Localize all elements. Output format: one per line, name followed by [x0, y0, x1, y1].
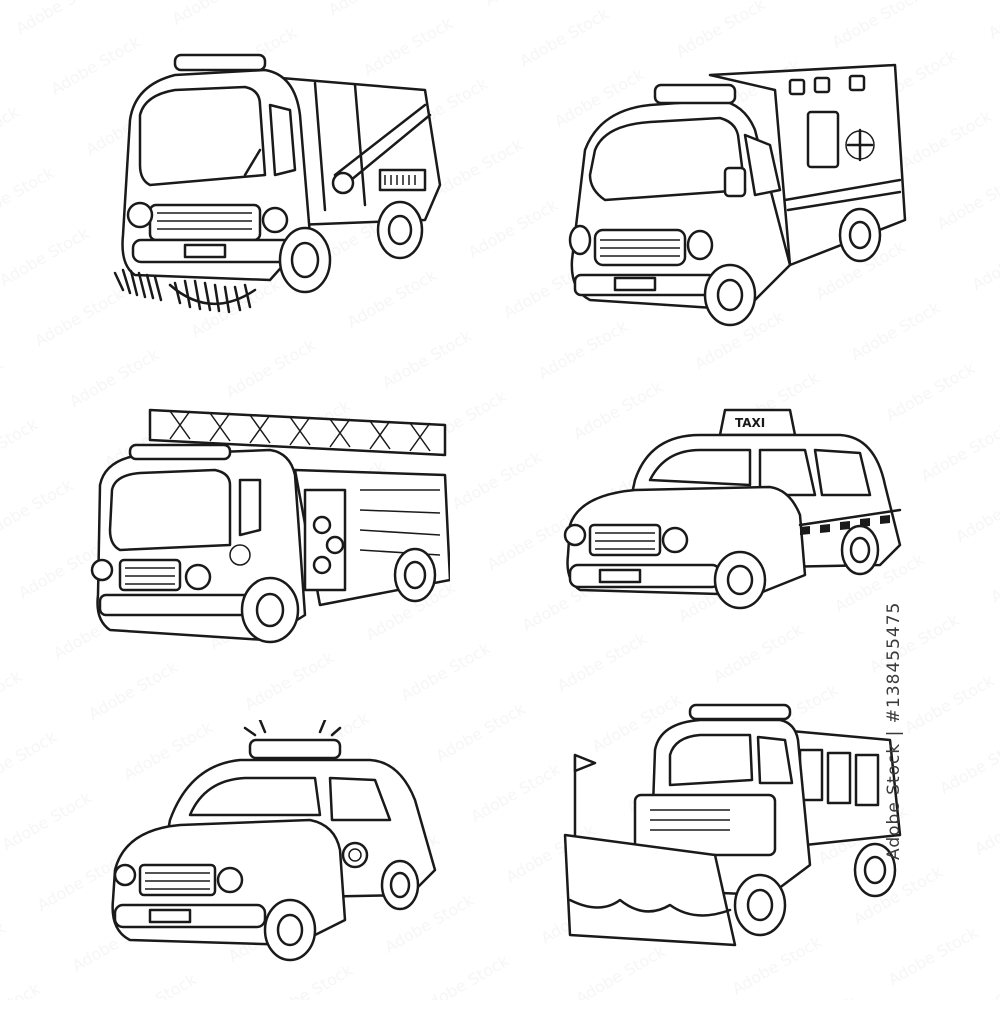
street-sweeper-illustration [95, 35, 455, 335]
stock-id-text: Adobe Stock | #138455475 [883, 601, 904, 860]
police-car-illustration [110, 720, 470, 1020]
fire-truck-illustration [90, 395, 450, 695]
snow-plow-illustration [560, 695, 920, 995]
ambulance-illustration [560, 50, 920, 350]
taxi-illustration: TAXI [560, 395, 920, 695]
taxi-sign-text: TAXI [735, 416, 765, 430]
